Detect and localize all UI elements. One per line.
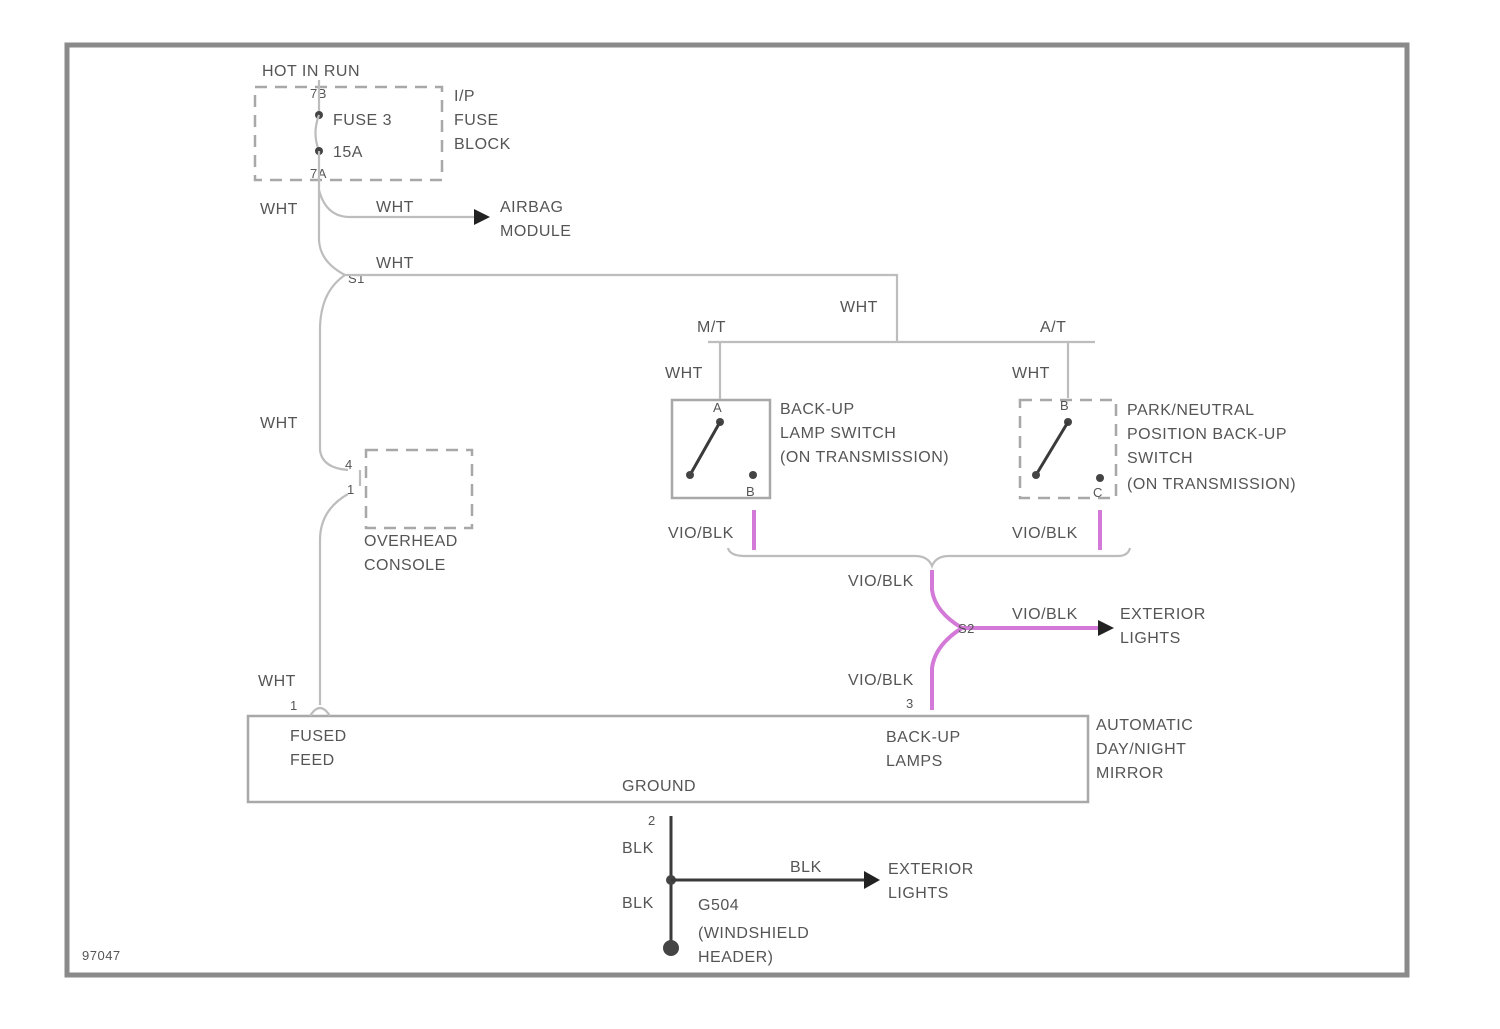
mt-switch-label-1: BACK-UP [780, 401, 855, 418]
at-switch-label-1: PARK/NEUTRAL [1127, 402, 1255, 419]
mirror-backup-2: LAMPS [886, 753, 943, 770]
fuse-block-label-1: I/P [454, 88, 475, 105]
left-feed-wire-lower [320, 494, 348, 705]
at-switch-label-2: POSITION BACK-UP [1127, 426, 1287, 443]
violet-dest-2: LIGHTS [1120, 630, 1181, 647]
ground-loc-1: (WINDSHIELD [698, 925, 809, 942]
airbag-wire-label: WHT [376, 199, 414, 216]
main-wire-label-upper: WHT [260, 201, 298, 218]
ground-wire-upper-label: BLK [622, 840, 654, 857]
fuse-block-label-3: BLOCK [454, 136, 511, 153]
mirror-name-3: MIRROR [1096, 765, 1164, 782]
mt-switch-label-2: LAMP SWITCH [780, 425, 896, 442]
mt-switch-blade [690, 422, 720, 475]
left-wire-label-bottom: WHT [258, 673, 296, 690]
mt-switch-pivot [686, 471, 694, 479]
mt-switch-wire-in-label: WHT [665, 365, 703, 382]
fuse-block-outline [255, 87, 442, 180]
mirror-fused-2: FEED [290, 752, 335, 769]
fuse-block-label-2: FUSE [454, 112, 499, 129]
at-switch-blade [1036, 422, 1068, 475]
at-switch-pivot [1032, 471, 1040, 479]
splice-s1-wire-label: WHT [376, 255, 414, 272]
console-pin-in: 4 [345, 457, 353, 472]
violet-dest-1: EXTERIOR [1120, 606, 1206, 623]
ground-wire-right-label: BLK [790, 859, 822, 876]
airbag-dest-1: AIRBAG [500, 199, 563, 216]
at-switch-terminal-bottom [1096, 474, 1104, 482]
mt-switch-pin-out: B [746, 484, 755, 499]
output-join-bracket [728, 548, 1130, 566]
violet-bottom-label: VIO/BLK [848, 672, 914, 689]
left-feed-wire-mid [320, 275, 348, 470]
airbag-arrow-icon [474, 209, 490, 225]
ground-exterior-arrow-icon [864, 871, 880, 889]
mirror-pin-left: 1 [290, 698, 298, 713]
fuse-name-label: FUSE 3 [333, 112, 392, 129]
splice-s1-id: S1 [348, 271, 365, 286]
mirror-ground-label: GROUND [622, 778, 696, 795]
branch-wire-top [345, 275, 897, 325]
fuse-rating-label: 15A [333, 144, 363, 161]
hot-in-run-label: HOT IN RUN [262, 63, 360, 80]
mt-switch-wire-out-label: VIO/BLK [668, 525, 734, 542]
mirror-pin-right: 3 [906, 696, 914, 711]
mt-label: M/T [697, 319, 726, 336]
mirror-name-1: AUTOMATIC [1096, 717, 1193, 734]
at-switch-pin-in: B [1060, 398, 1069, 413]
at-switch-pin-out: C [1093, 485, 1103, 500]
mirror-fused-1: FUSED [290, 728, 347, 745]
at-switch-label-4: (ON TRANSMISSION) [1127, 476, 1296, 493]
airbag-dest-2: MODULE [500, 223, 571, 240]
exterior-lights-arrow-icon [1098, 620, 1114, 636]
at-switch-label-3: SWITCH [1127, 450, 1193, 467]
ground-dest-2: LIGHTS [888, 885, 949, 902]
at-label: A/T [1040, 319, 1066, 336]
violet-trunk-wire [932, 570, 962, 710]
mt-switch-pin-in: A [713, 400, 722, 415]
mirror-name-2: DAY/NIGHT [1096, 741, 1186, 758]
mt-switch-label-3: (ON TRANSMISSION) [780, 449, 949, 466]
ground-id: G504 [698, 897, 739, 914]
splice-s2-id: S2 [958, 621, 975, 636]
console-label-1: OVERHEAD [364, 533, 458, 550]
overhead-console-outline [366, 450, 472, 528]
diagram-frame [67, 45, 1407, 975]
console-label-2: CONSOLE [364, 557, 446, 574]
mirror-backup-1: BACK-UP [886, 729, 961, 746]
ground-pin: 2 [648, 813, 656, 828]
ground-dest-1: EXTERIOR [888, 861, 974, 878]
at-switch-wire-in-label: WHT [1012, 365, 1050, 382]
at-switch-wire-out-label: VIO/BLK [1012, 525, 1078, 542]
ground-point-icon [663, 940, 679, 956]
violet-top-label: VIO/BLK [848, 573, 914, 590]
mt-switch-terminal-bottom [749, 471, 757, 479]
ground-loc-2: HEADER) [698, 949, 774, 966]
diagram-id-label: 97047 [82, 948, 121, 963]
ground-wire-lower-label: BLK [622, 895, 654, 912]
at-switch-outline [1020, 400, 1116, 498]
left-wire-label-mid: WHT [260, 415, 298, 432]
fuse-element [316, 115, 320, 151]
branch-wire-label: WHT [840, 299, 878, 316]
violet-right-label: VIO/BLK [1012, 606, 1078, 623]
